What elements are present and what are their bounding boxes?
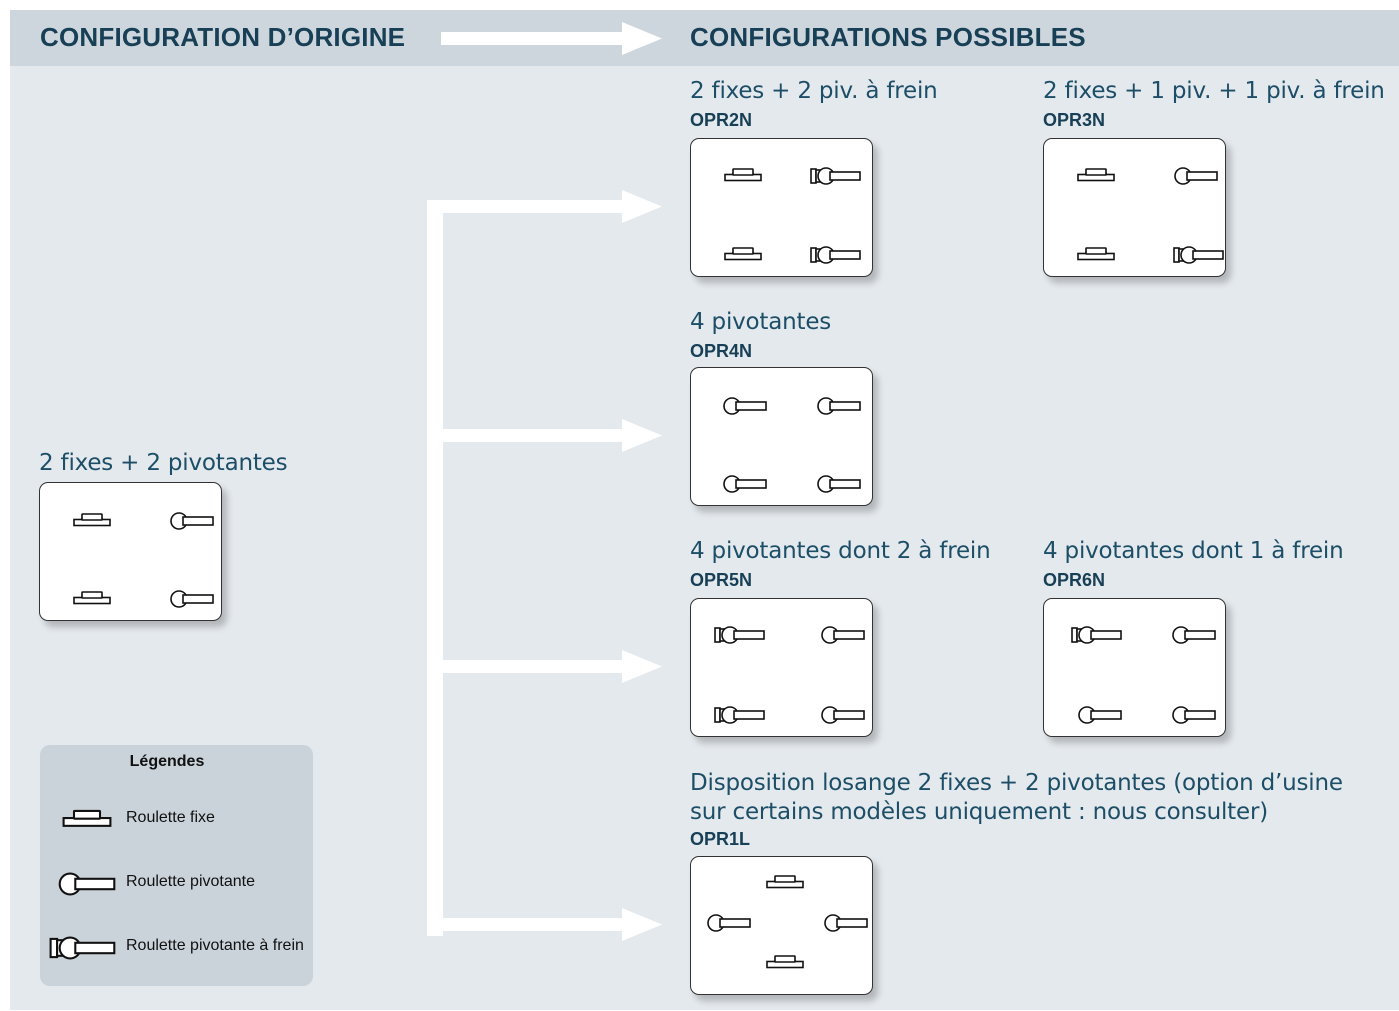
swivel-caster-icon xyxy=(824,914,868,932)
branch-arrow-3-head xyxy=(622,650,662,683)
header-band xyxy=(10,10,1399,66)
fixed-caster-icon xyxy=(1077,247,1115,261)
config-code-opr6n: OPR6N xyxy=(1043,570,1106,590)
branch-arrow-1-head xyxy=(622,190,662,223)
swivel-brake-caster-icon xyxy=(1071,626,1122,644)
config-card-opr6n xyxy=(1043,598,1226,737)
fixed-caster-icon xyxy=(766,955,804,969)
config-card-opr1l xyxy=(690,856,873,995)
config-card-opr5n xyxy=(690,598,873,737)
legend-label-swivel: Roulette pivotante xyxy=(126,873,255,890)
fixed-caster-icon xyxy=(62,809,112,827)
config-card-opr2n xyxy=(690,138,873,277)
legend-label-fixed: Roulette fixe xyxy=(126,809,215,826)
fixed-caster-icon xyxy=(724,168,762,182)
config-title-opr6n: 4 pivotantes dont 1 à frein xyxy=(1043,538,1344,564)
branch-arrow-2-shaft xyxy=(427,429,624,442)
config-title-opr1l-line2: sur certains modèles uniquement : nous c… xyxy=(690,799,1268,825)
fixed-caster-icon xyxy=(73,591,111,605)
swivel-brake-caster-icon xyxy=(1173,246,1224,264)
swivel-caster-icon xyxy=(821,626,865,644)
swivel-caster-icon xyxy=(1174,167,1218,185)
swivel-brake-caster-icon xyxy=(810,167,861,185)
fixed-caster-icon xyxy=(73,513,111,527)
swivel-caster-icon xyxy=(821,706,865,724)
branch-arrow-2-head xyxy=(622,419,662,452)
fixed-caster-icon xyxy=(724,247,762,261)
swivel-caster-icon xyxy=(170,512,214,530)
config-code-opr5n: OPR5N xyxy=(690,570,753,590)
swivel-caster-icon xyxy=(723,397,767,415)
origin-card xyxy=(39,482,222,621)
config-title-opr4n: 4 pivotantes xyxy=(690,309,832,335)
config-code-opr4n: OPR4N xyxy=(690,341,753,361)
config-card-opr4n xyxy=(690,367,873,506)
swivel-caster-icon xyxy=(707,914,751,932)
possible-heading: CONFIGURATIONS POSSIBLES xyxy=(690,22,1086,52)
fixed-caster-icon xyxy=(1077,168,1115,182)
fixed-caster-icon xyxy=(766,875,804,889)
config-code-opr3n: OPR3N xyxy=(1043,110,1106,130)
branch-trunk xyxy=(427,200,443,936)
swivel-brake-caster-icon xyxy=(714,706,765,724)
config-code-opr1l: OPR1L xyxy=(690,829,751,849)
branch-arrow-3-shaft xyxy=(427,660,624,673)
swivel-caster-icon xyxy=(1172,626,1216,644)
legend-box: Légendes Roulette fixe Roulette pivotant… xyxy=(40,745,313,986)
swivel-brake-caster-icon xyxy=(714,626,765,644)
legend-title: Légendes xyxy=(129,753,205,770)
config-title-opr2n: 2 fixes + 2 piv. à frein xyxy=(690,78,938,104)
origin-heading: CONFIGURATION D’ORIGINE xyxy=(40,22,406,52)
swivel-caster-icon xyxy=(170,590,214,608)
swivel-caster-icon xyxy=(58,872,116,896)
config-title-opr5n: 4 pivotantes dont 2 à frein xyxy=(690,538,991,564)
legend-label-swivel-brake: Roulette pivotante à frein xyxy=(126,937,304,954)
branch-arrow-1-shaft xyxy=(427,200,624,213)
swivel-caster-icon xyxy=(817,397,861,415)
config-code-opr2n: OPR2N xyxy=(690,110,753,130)
header-arrow-shaft xyxy=(441,32,624,45)
swivel-caster-icon xyxy=(1172,706,1216,724)
swivel-brake-caster-icon xyxy=(49,936,116,960)
swivel-caster-icon xyxy=(1078,706,1122,724)
swivel-caster-icon xyxy=(723,475,767,493)
swivel-caster-icon xyxy=(817,475,861,493)
config-title-opr1l-line1: Disposition losange 2 fixes + 2 pivotant… xyxy=(690,770,1343,796)
header-arrow-head xyxy=(622,22,662,55)
config-title-opr3n: 2 fixes + 1 piv. + 1 piv. à frein xyxy=(1043,78,1385,104)
config-card-opr3n xyxy=(1043,138,1226,277)
branch-arrow-4-head xyxy=(622,908,662,941)
branch-arrow-4-shaft xyxy=(427,918,624,931)
origin-title: 2 fixes + 2 pivotantes xyxy=(39,450,288,476)
swivel-brake-caster-icon xyxy=(810,246,861,264)
